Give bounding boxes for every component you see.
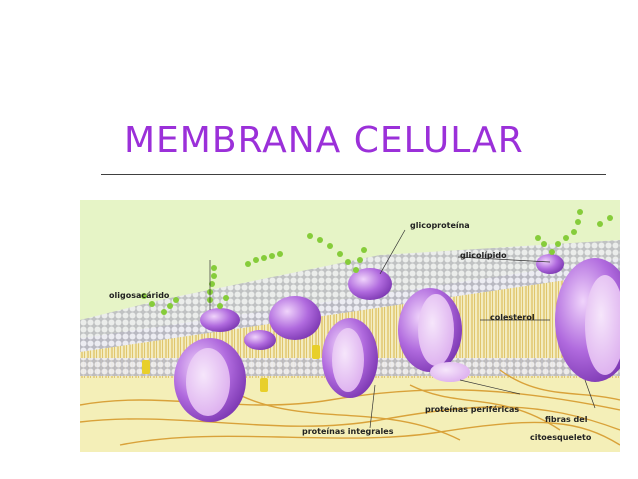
label-glicolipido: glicolípido <box>460 251 507 260</box>
peripheral-proteins <box>200 254 564 382</box>
protein-left-big-inner <box>186 348 230 416</box>
cell-membrane-diagram: glicoproteína glicolípido oligosacárido … <box>80 200 620 452</box>
label-oligosacarido: oligosacárido <box>109 291 170 300</box>
label-fibras-line2: citoesqueleto <box>530 433 592 442</box>
protein-channel-inner <box>418 294 454 366</box>
sugar-chains <box>141 209 613 315</box>
protein-center-inner <box>332 328 364 392</box>
slide-title: MEMBRANA CELULAR <box>124 120 524 161</box>
protein-right-edge-inner <box>585 275 620 375</box>
sugar-chain-left <box>141 265 229 315</box>
label-fibras-line1: fibras del <box>545 415 588 424</box>
label-colesterol: colesterol <box>490 313 535 322</box>
label-glicoproteina: glicoproteína <box>410 221 470 230</box>
sugar-chain-glycoprotein <box>245 233 367 273</box>
leader-lines <box>209 229 596 429</box>
integral-proteins <box>174 258 620 422</box>
label-proteinas-integrales: proteínas integrales <box>302 427 394 436</box>
sugar-chain-glycolipid <box>535 209 613 255</box>
title-divider <box>101 174 606 175</box>
label-proteinas-perifericas: proteínas periféricas <box>425 404 519 414</box>
